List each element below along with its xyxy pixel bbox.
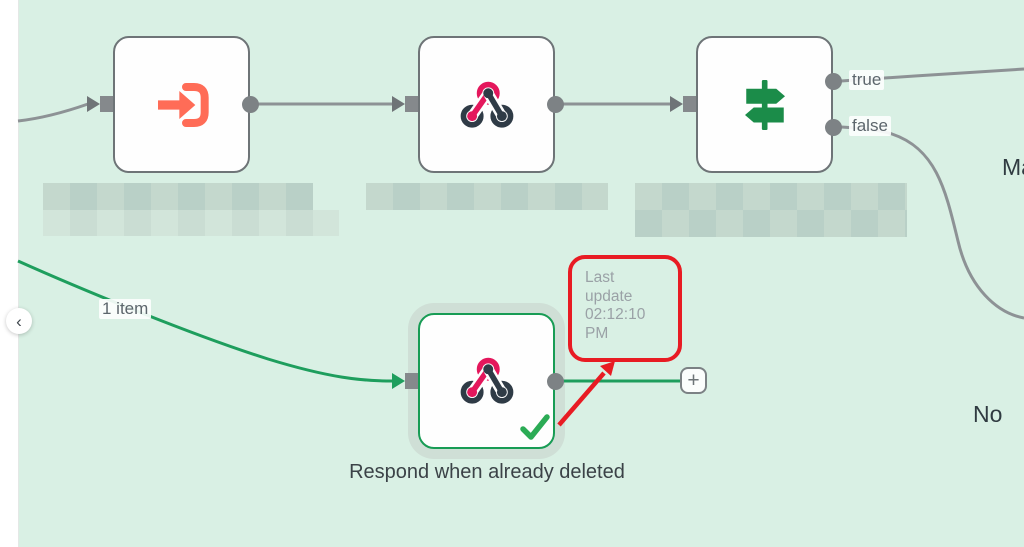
input-arrow xyxy=(392,96,405,112)
node-trigger-box[interactable] xyxy=(113,36,250,173)
edge-into-respond-node[interactable] xyxy=(17,259,393,383)
node-switch[interactable] xyxy=(670,36,842,173)
input-arrow xyxy=(87,96,100,112)
node-respond-when-already-deleted[interactable] xyxy=(392,313,564,449)
node-webhook[interactable] xyxy=(392,36,564,173)
edge-into-trigger[interactable] xyxy=(17,102,89,123)
edge-label-false: false xyxy=(849,116,891,136)
input-port xyxy=(683,96,696,112)
annotation-arrow xyxy=(557,361,615,427)
output-port[interactable] xyxy=(547,372,564,390)
partial-node-label-bottom: No xyxy=(973,401,1003,427)
output-port-true[interactable] xyxy=(825,72,842,90)
plus-icon: + xyxy=(687,369,700,392)
chevron-left-icon: ‹ xyxy=(16,311,22,331)
annotation-text: Last update 02:12:10 PM xyxy=(585,269,646,342)
redacted-node-label xyxy=(43,210,339,236)
output-port[interactable] xyxy=(242,95,259,113)
edge-label-items: 1 item xyxy=(99,299,152,319)
input-arrow xyxy=(670,96,683,112)
redacted-node-label xyxy=(43,183,313,210)
input-arrow xyxy=(392,373,405,389)
input-port xyxy=(405,373,418,389)
partial-node-label-top: Ma xyxy=(1002,154,1024,180)
node-label-respond: Respond when already deleted xyxy=(349,461,625,483)
collapse-panel-button[interactable]: ‹ xyxy=(6,308,32,334)
annotation-box: Last update 02:12:10 PM xyxy=(568,255,682,362)
add-node-button[interactable]: + xyxy=(680,367,707,394)
node-switch-box[interactable] xyxy=(696,36,833,173)
input-port xyxy=(405,96,418,112)
node-trigger[interactable] xyxy=(87,36,259,173)
output-port[interactable] xyxy=(547,95,564,113)
redacted-node-label xyxy=(366,183,608,210)
input-port xyxy=(100,96,113,112)
node-webhook-box[interactable] xyxy=(418,36,555,173)
redacted-node-label xyxy=(635,183,907,237)
success-check-icon xyxy=(520,414,550,446)
edge-switch-false[interactable] xyxy=(840,125,1024,320)
side-panel-edge xyxy=(0,0,19,547)
output-port-false[interactable] xyxy=(825,118,842,136)
edge-label-true: true xyxy=(849,70,885,90)
